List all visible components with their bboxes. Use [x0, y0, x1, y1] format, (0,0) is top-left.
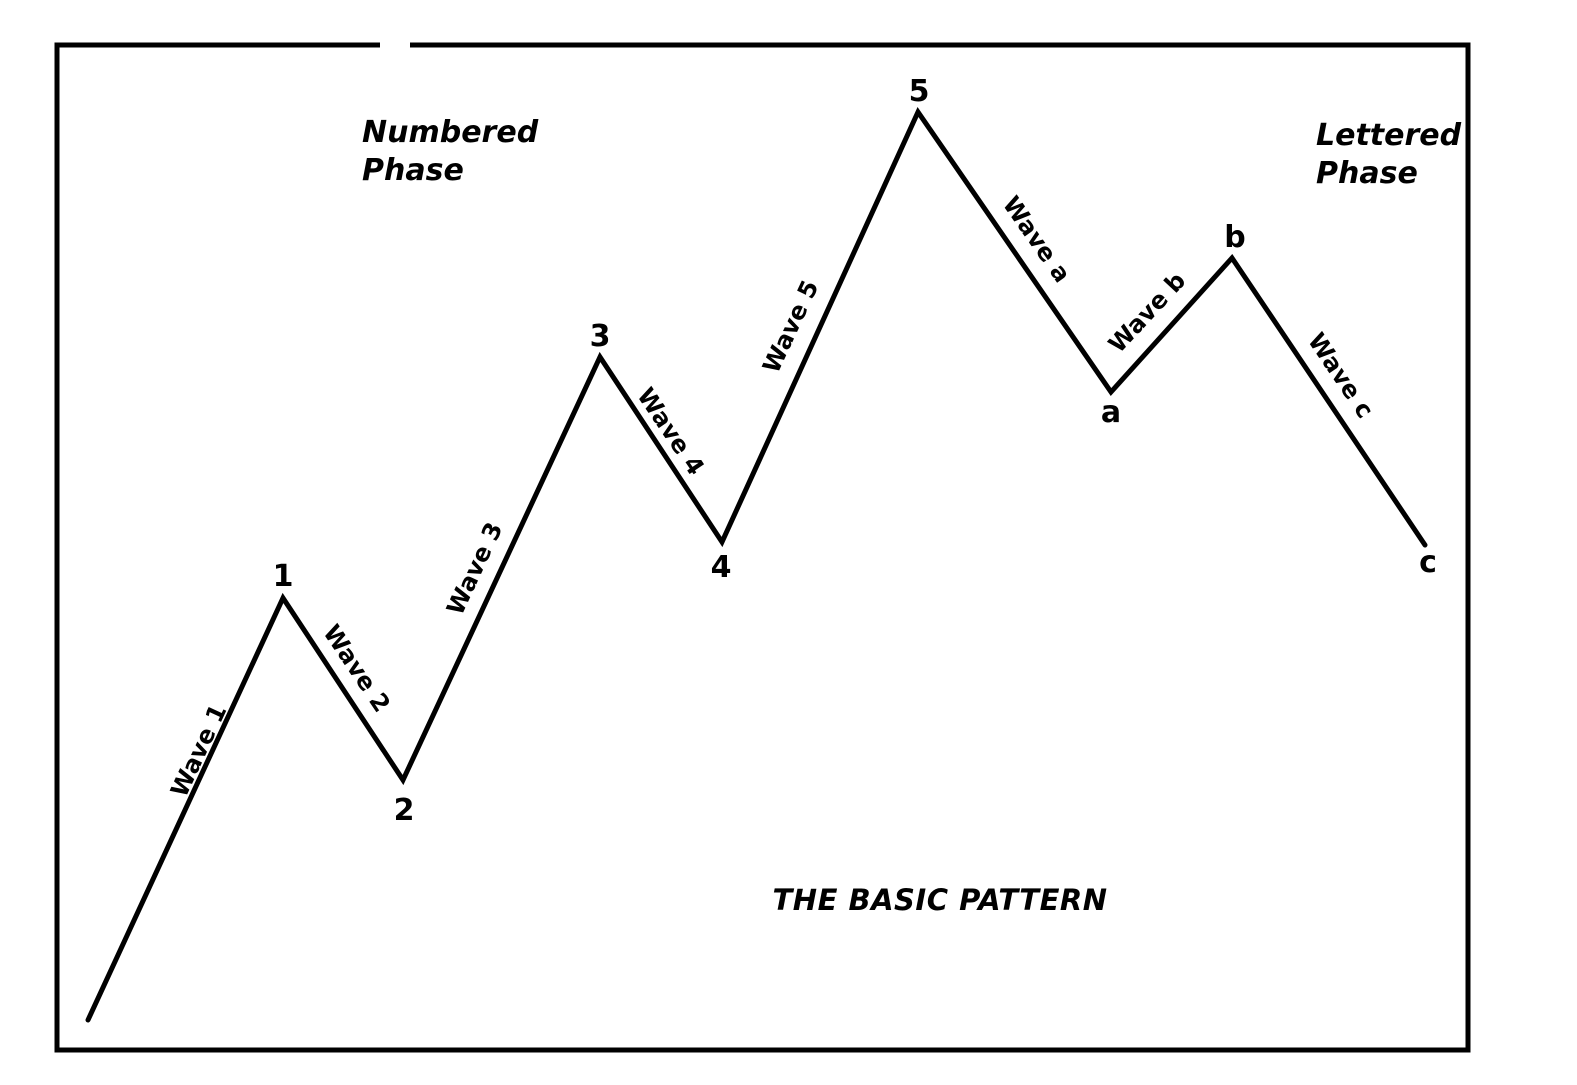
diagram-title: THE BASIC PATTERN [773, 883, 1108, 917]
lettered-phase-label-line1: Lettered [1316, 118, 1462, 153]
vertex-label-5: 5 [909, 74, 930, 109]
vertex-label-1: 1 [273, 559, 294, 594]
wave-path [85, 106, 1428, 1023]
vertex-label-c: c [1419, 545, 1437, 580]
numbered-phase-label-line2: Phase [362, 153, 464, 188]
vertex-label-2: 2 [394, 793, 415, 828]
numbered-phase-label-line1: Numbered [362, 115, 539, 150]
wave-label-3: Wave 3 [441, 518, 508, 619]
wave-label-5: Wave 5 [757, 276, 824, 377]
wave-label-b: Wave b [1103, 267, 1191, 359]
frame [54, 42, 1471, 1053]
vertex-label-a: a [1101, 395, 1121, 430]
lettered-phase-label-line2: Phase [1316, 156, 1418, 191]
vertex-label-3: 3 [590, 319, 611, 354]
vertex-label-4: 4 [711, 550, 732, 585]
vertex-label-b: b [1224, 220, 1245, 255]
